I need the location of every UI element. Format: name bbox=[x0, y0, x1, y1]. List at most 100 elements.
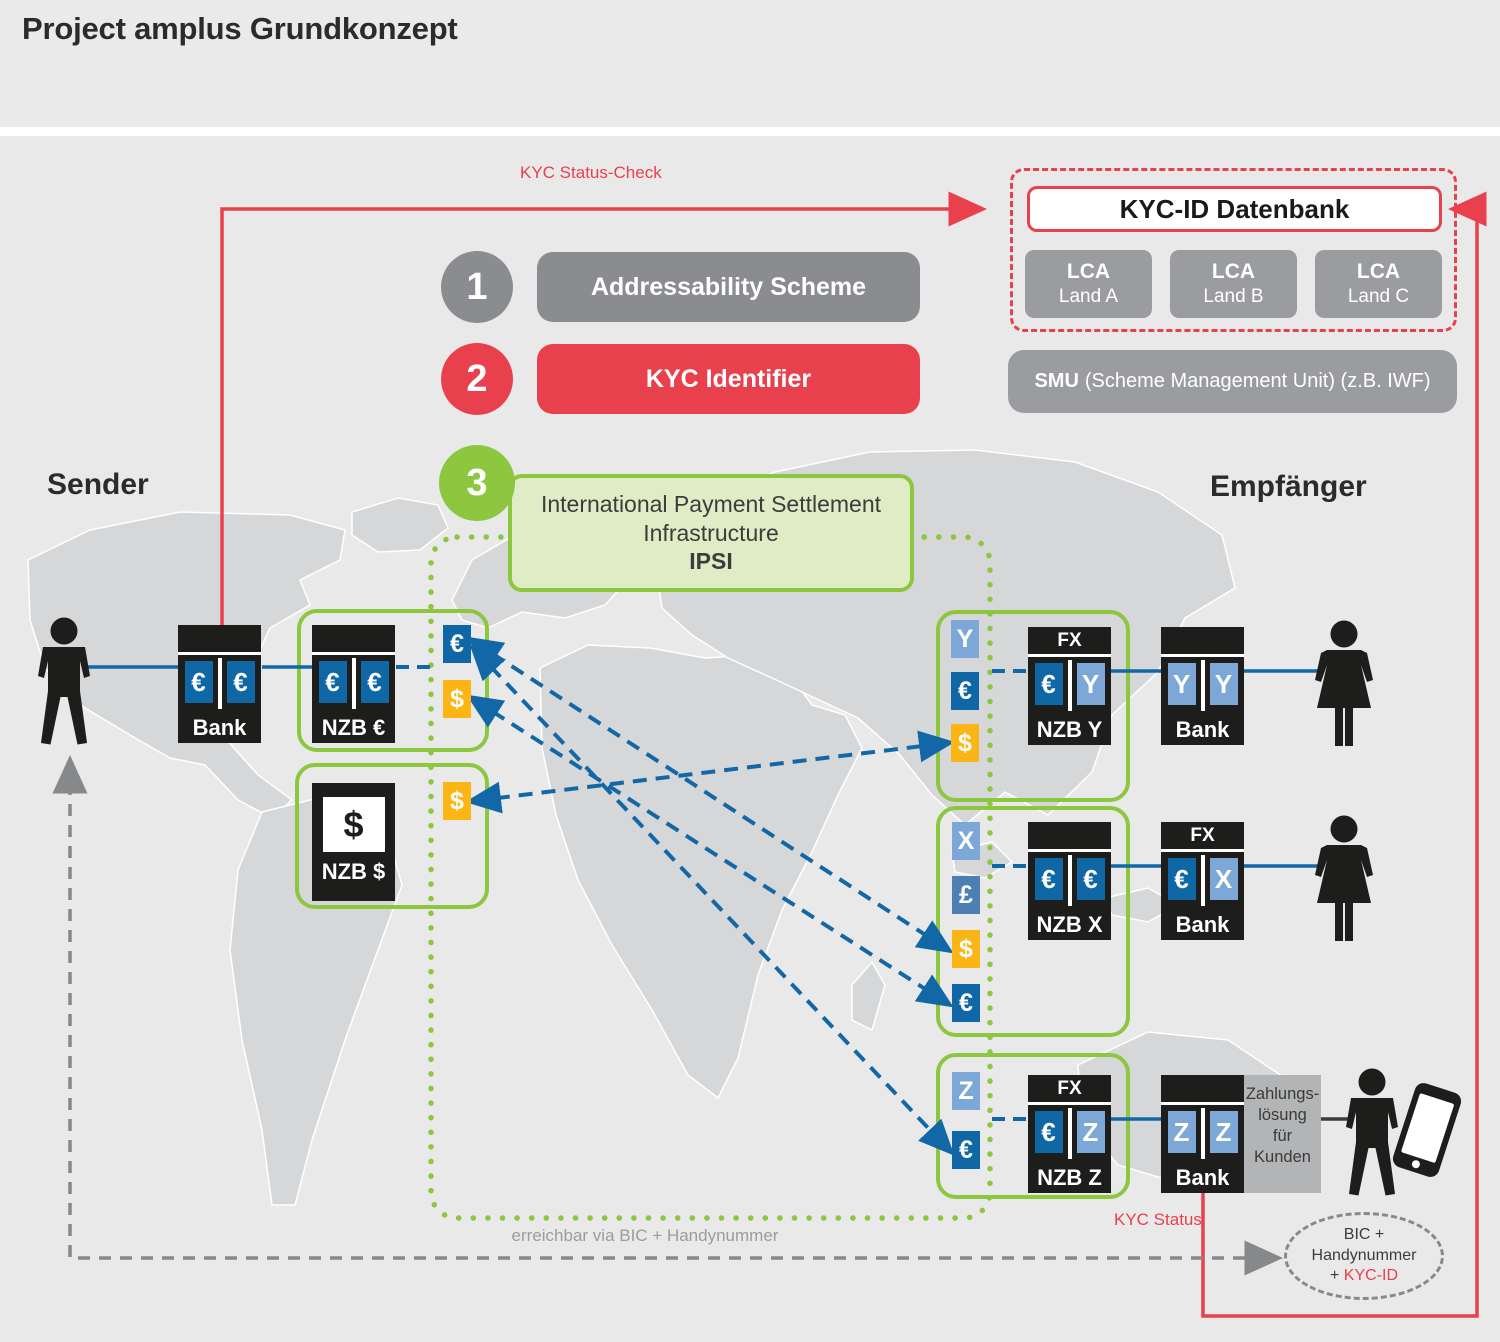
bank-label: Bank bbox=[1175, 1165, 1230, 1190]
divider bbox=[1067, 1108, 1072, 1159]
payment-box-line: lösung bbox=[1258, 1106, 1307, 1125]
chip-z: Z bbox=[952, 1072, 980, 1110]
bank-sender: € € Bank bbox=[178, 625, 261, 743]
lca-land-b-box: LCA Land B bbox=[1170, 250, 1297, 318]
bank-header bbox=[1161, 627, 1244, 657]
bank-label: NZB Y bbox=[1036, 717, 1103, 742]
divider bbox=[1067, 855, 1072, 906]
divider bbox=[1200, 1108, 1205, 1159]
bank-z: Z Z Bank bbox=[1161, 1075, 1244, 1193]
chip-y: Y bbox=[951, 620, 979, 658]
bank-header-fx: FX bbox=[1028, 1075, 1111, 1105]
currency-square-eur: € bbox=[360, 661, 389, 703]
bank-y: Y Y Bank bbox=[1161, 627, 1244, 745]
payment-box-line: für bbox=[1272, 1127, 1293, 1146]
currency-square-x: X bbox=[1209, 858, 1238, 900]
header-strip bbox=[0, 0, 1500, 127]
bank-header bbox=[1028, 822, 1111, 852]
chip-y-usd: $ bbox=[951, 724, 979, 762]
currency-square-y: Y bbox=[1167, 663, 1196, 705]
step-2-circle: 2 bbox=[441, 343, 513, 415]
ellipse-line1: BIC + bbox=[1343, 1225, 1385, 1243]
bank-header bbox=[1161, 1075, 1244, 1105]
currency-square-eur: € bbox=[1034, 1111, 1063, 1153]
bank-label: NZB $ bbox=[321, 859, 386, 884]
bank-nzb-usd: $ NZB $ bbox=[312, 783, 395, 901]
currency-square-eur: € bbox=[1034, 858, 1063, 900]
bank-label: NZB € bbox=[321, 715, 386, 740]
bank-label: Bank bbox=[1175, 912, 1230, 937]
chip-y-eur: € bbox=[951, 672, 979, 710]
ellipse-line2: Handynummer bbox=[1311, 1246, 1417, 1264]
divider bbox=[217, 658, 222, 709]
currency-square-eur: € bbox=[226, 661, 255, 703]
chip-x: X bbox=[952, 822, 980, 860]
smartphone-icon bbox=[1392, 1083, 1462, 1177]
payment-solution-box: Zahlungs- lösung für Kunden bbox=[1244, 1075, 1321, 1193]
reachable-note: erreichbar via BIC + Handynummer bbox=[511, 1226, 779, 1245]
ellipse-line3: + KYC-ID bbox=[1329, 1267, 1399, 1285]
payment-box-line: Zahlungs- bbox=[1245, 1085, 1320, 1103]
chip-sender-usd: $ bbox=[443, 680, 471, 718]
bank-header-fx: FX bbox=[1161, 822, 1244, 852]
bank-nzb-z: FX € Z NZB Z bbox=[1028, 1075, 1111, 1193]
currency-square-eur: € bbox=[1167, 858, 1196, 900]
bank-label: NZB Z bbox=[1037, 1165, 1102, 1190]
currency-square-z: Z bbox=[1167, 1111, 1196, 1153]
divider bbox=[1200, 660, 1205, 711]
addressability-scheme-pill: Addressability Scheme bbox=[537, 252, 920, 322]
page-title: Project amplus Grundkonzept bbox=[22, 11, 458, 46]
chip-x-usd: $ bbox=[952, 930, 980, 968]
kyc-identifier-pill: KYC Identifier bbox=[537, 344, 920, 414]
ipsi-line1: International Payment Settlement bbox=[540, 490, 882, 517]
lca-subtitle: Land C bbox=[1347, 286, 1410, 308]
divider bbox=[1067, 660, 1072, 711]
chip-z-eur: € bbox=[952, 1131, 980, 1169]
bank-header bbox=[312, 625, 395, 655]
lca-title: LCA bbox=[1356, 260, 1401, 283]
currency-square-eur: € bbox=[1034, 663, 1063, 705]
bank-x: FX € X Bank bbox=[1161, 822, 1244, 940]
currency-square-eur: € bbox=[184, 661, 213, 703]
lca-land-a-box: LCA Land A bbox=[1025, 250, 1152, 318]
bank-header bbox=[178, 625, 261, 655]
person-receiver-z-icon bbox=[1346, 1068, 1398, 1196]
kyc-id-highlight: KYC-ID bbox=[1343, 1267, 1399, 1285]
bank-header-fx: FX bbox=[1028, 627, 1111, 657]
currency-square-eur: € bbox=[318, 661, 347, 703]
currency-square-eur: € bbox=[1076, 858, 1105, 900]
bank-label: Bank bbox=[192, 715, 247, 740]
bank-label: Bank bbox=[1175, 717, 1230, 742]
kyc-status-label: KYC Status bbox=[1114, 1210, 1202, 1229]
kyc-status-check-label: KYC Status-Check bbox=[520, 163, 662, 182]
smu-description: (Scheme Management Unit) (z.B. IWF) bbox=[1084, 370, 1431, 392]
bank-nzb-y: FX € Y NZB Y bbox=[1028, 627, 1111, 745]
chip-nzbusd-usd: $ bbox=[443, 782, 471, 820]
chip-sender-eur: € bbox=[443, 625, 471, 663]
lca-title: LCA bbox=[1066, 260, 1111, 283]
lca-subtitle: Land A bbox=[1058, 286, 1119, 308]
kyc-id-datenbank-box: KYC-ID Datenbank bbox=[1027, 186, 1442, 232]
smu-abbrev: SMU bbox=[1034, 370, 1079, 392]
ipsi-acronym: IPSI bbox=[689, 548, 733, 575]
currency-square-z: Z bbox=[1209, 1111, 1238, 1153]
currency-square-y: Y bbox=[1209, 663, 1238, 705]
sender-label: Sender bbox=[47, 468, 149, 501]
kyc-status-check-arrow bbox=[220, 191, 987, 625]
lca-land-c-box: LCA Land C bbox=[1315, 250, 1442, 318]
smu-pill: SMU (Scheme Management Unit) (z.B. IWF) bbox=[1008, 350, 1457, 413]
kyc-db-dashed-frame bbox=[1010, 168, 1457, 332]
payment-box-line: Kunden bbox=[1254, 1148, 1311, 1167]
bank-nzb-eur: € € NZB € bbox=[312, 625, 395, 743]
person-receiver-x-icon bbox=[1315, 815, 1373, 941]
bic-handynummer-ellipse: BIC + Handynummer + KYC-ID bbox=[1284, 1212, 1444, 1300]
step-3-circle: 3 bbox=[439, 445, 515, 521]
currency-square-z: Z bbox=[1076, 1111, 1105, 1153]
usd-window: $ bbox=[322, 797, 385, 852]
step-1-circle: 1 bbox=[441, 251, 513, 323]
bank-nzb-x: € € NZB X bbox=[1028, 822, 1111, 940]
ipsi-box: International Payment Settlement Infrast… bbox=[508, 474, 914, 592]
person-receiver-y-icon bbox=[1315, 620, 1373, 746]
ipsi-line2: Infrastructure bbox=[643, 519, 779, 546]
